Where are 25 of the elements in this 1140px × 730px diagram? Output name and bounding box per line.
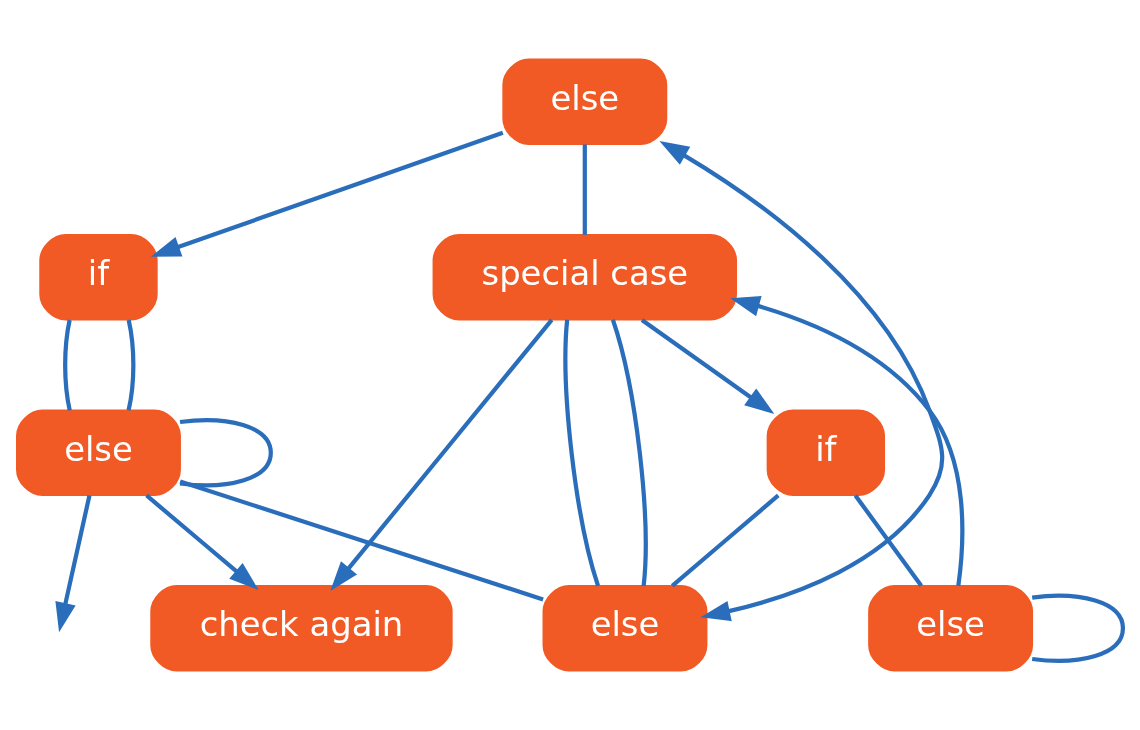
node-box: if	[39, 233, 158, 321]
connector	[179, 418, 273, 488]
node-box: else	[542, 584, 708, 672]
node-box: special case	[432, 233, 738, 321]
arrow	[55, 495, 92, 633]
arrow	[640, 318, 775, 415]
node-box: else	[502, 58, 668, 146]
arrow	[730, 296, 965, 587]
arrow	[330, 318, 554, 591]
arrow	[151, 130, 504, 257]
connector	[179, 479, 544, 602]
connector	[63, 319, 72, 411]
connector	[126, 319, 136, 411]
connector	[1031, 593, 1126, 663]
connector	[610, 319, 648, 587]
connector	[563, 319, 601, 587]
node-box: else	[16, 409, 181, 497]
connector	[670, 493, 780, 588]
arrow	[145, 493, 259, 590]
node-box: check again	[150, 584, 453, 672]
arrow	[659, 140, 945, 622]
connector	[853, 494, 923, 588]
node-box: else	[868, 584, 1034, 672]
node-box: if	[766, 409, 886, 497]
connector	[582, 144, 587, 235]
